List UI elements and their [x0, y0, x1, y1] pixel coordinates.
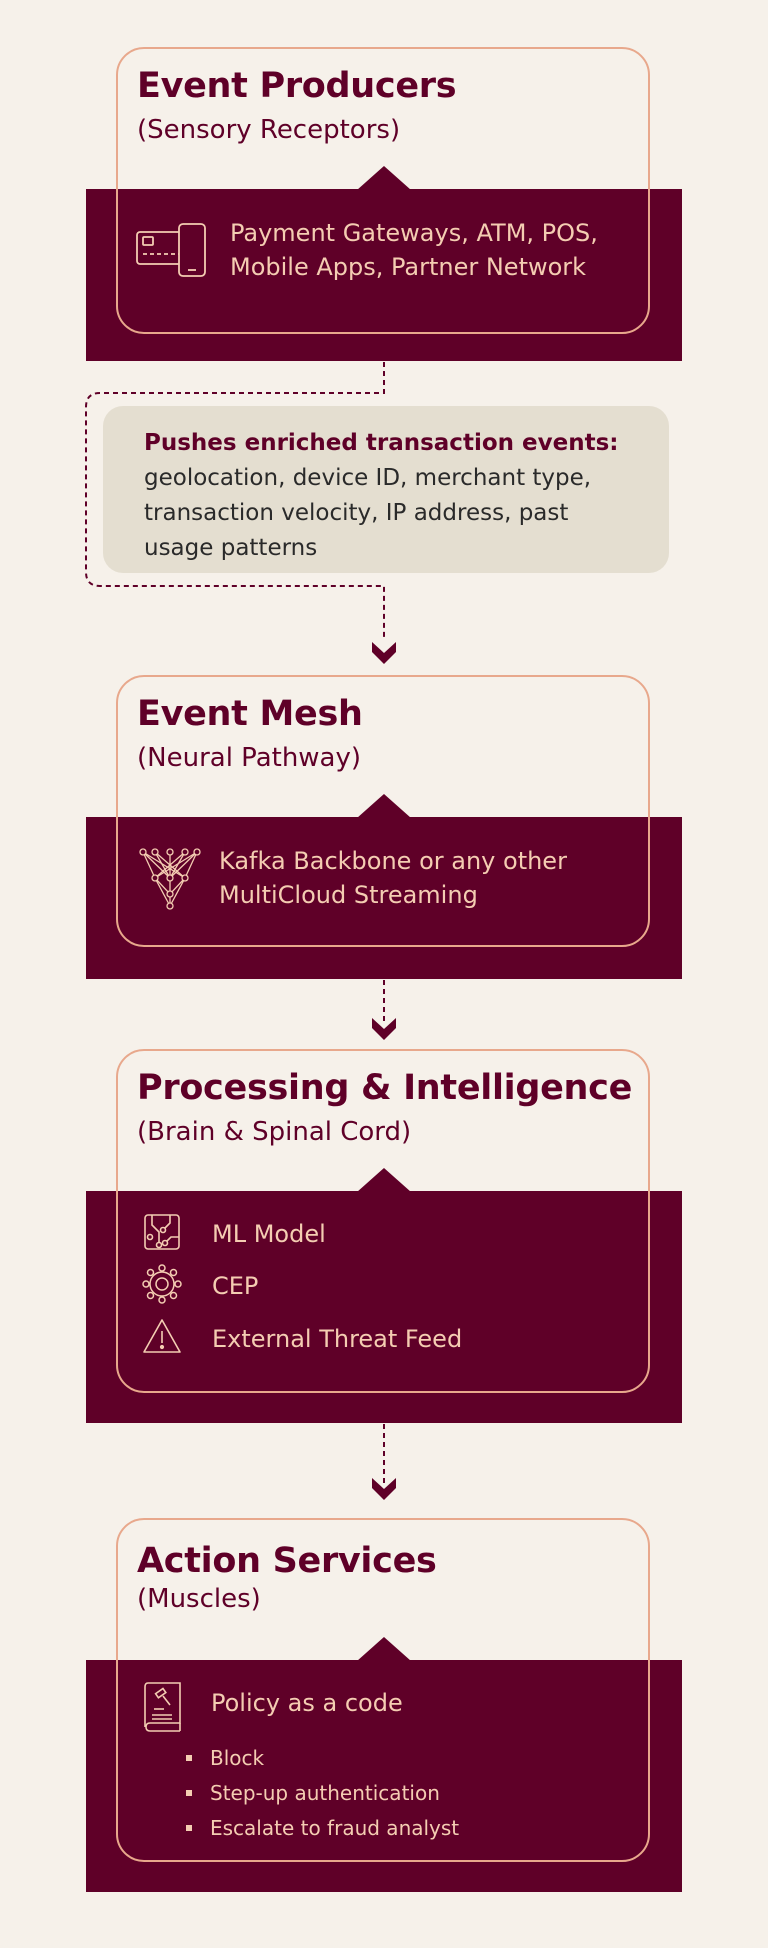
- mesh-line-2: MultiCloud Streaming: [219, 881, 478, 909]
- note-line-2: transaction velocity, IP address, past: [144, 500, 569, 526]
- arrow-to-mesh-icon: [372, 642, 396, 664]
- enriched-events-note: Pushes enriched transaction events: geol…: [103, 406, 669, 573]
- action-policy-label: Policy as a code: [211, 1689, 403, 1717]
- mesh-card-outline: [116, 675, 650, 947]
- processing-item-cep: CEP: [212, 1272, 259, 1300]
- note-line-3: usage patterns: [144, 535, 318, 561]
- processing-card-outline: [116, 1049, 650, 1393]
- producers-subtitle: (Sensory Receptors): [137, 115, 401, 145]
- card-and-phone-icon: [136, 223, 206, 277]
- processing-subtitle: (Brain & Spinal Cord): [137, 1117, 412, 1147]
- producers-title: Event Producers: [137, 66, 457, 106]
- arrow-to-action-icon: [372, 1478, 396, 1500]
- producers-line-1: Payment Gateways, ATM, POS,: [230, 219, 598, 247]
- warning-icon: [143, 1319, 181, 1353]
- action-bullet-escalate: Escalate to fraud analyst: [185, 1811, 459, 1846]
- processing-notch: [357, 1168, 411, 1192]
- action-title: Action Services: [137, 1541, 437, 1581]
- mesh-title: Event Mesh: [137, 694, 363, 734]
- processing-item-threat-feed: External Threat Feed: [212, 1325, 463, 1353]
- mesh-notch: [357, 794, 411, 818]
- producers-line-2: Mobile Apps, Partner Network: [230, 253, 587, 281]
- note-line-1: geolocation, device ID, merchant type,: [144, 465, 592, 491]
- hub-nodes-icon: [142, 1264, 182, 1304]
- action-bullet-block: Block: [185, 1741, 459, 1776]
- network-mesh-icon: [139, 848, 201, 910]
- mesh-subtitle: (Neural Pathway): [137, 743, 362, 773]
- producers-notch: [357, 166, 411, 190]
- action-bullet-list: Block Step-up authentication Escalate to…: [185, 1741, 459, 1846]
- action-card-outline: [116, 1518, 650, 1862]
- circuit-icon: [144, 1214, 180, 1250]
- note-heading: Pushes enriched transaction events:: [144, 430, 619, 456]
- law-book-icon: [144, 1682, 181, 1732]
- action-content-band: [86, 1660, 682, 1892]
- action-notch: [357, 1637, 411, 1661]
- mesh-content-band: [86, 817, 682, 979]
- action-subtitle: (Muscles): [137, 1584, 261, 1614]
- producers-card-outline: [116, 47, 650, 334]
- arrow-to-processing-icon: [372, 1018, 396, 1040]
- mesh-line-1: Kafka Backbone or any other: [219, 847, 567, 875]
- processing-content-band: [86, 1191, 682, 1423]
- processing-item-ml-model: ML Model: [212, 1220, 326, 1248]
- connector-producers-to-note: [85, 362, 385, 640]
- action-bullet-step-up: Step-up authentication: [185, 1776, 459, 1811]
- processing-title: Processing & Intelligence: [137, 1068, 633, 1108]
